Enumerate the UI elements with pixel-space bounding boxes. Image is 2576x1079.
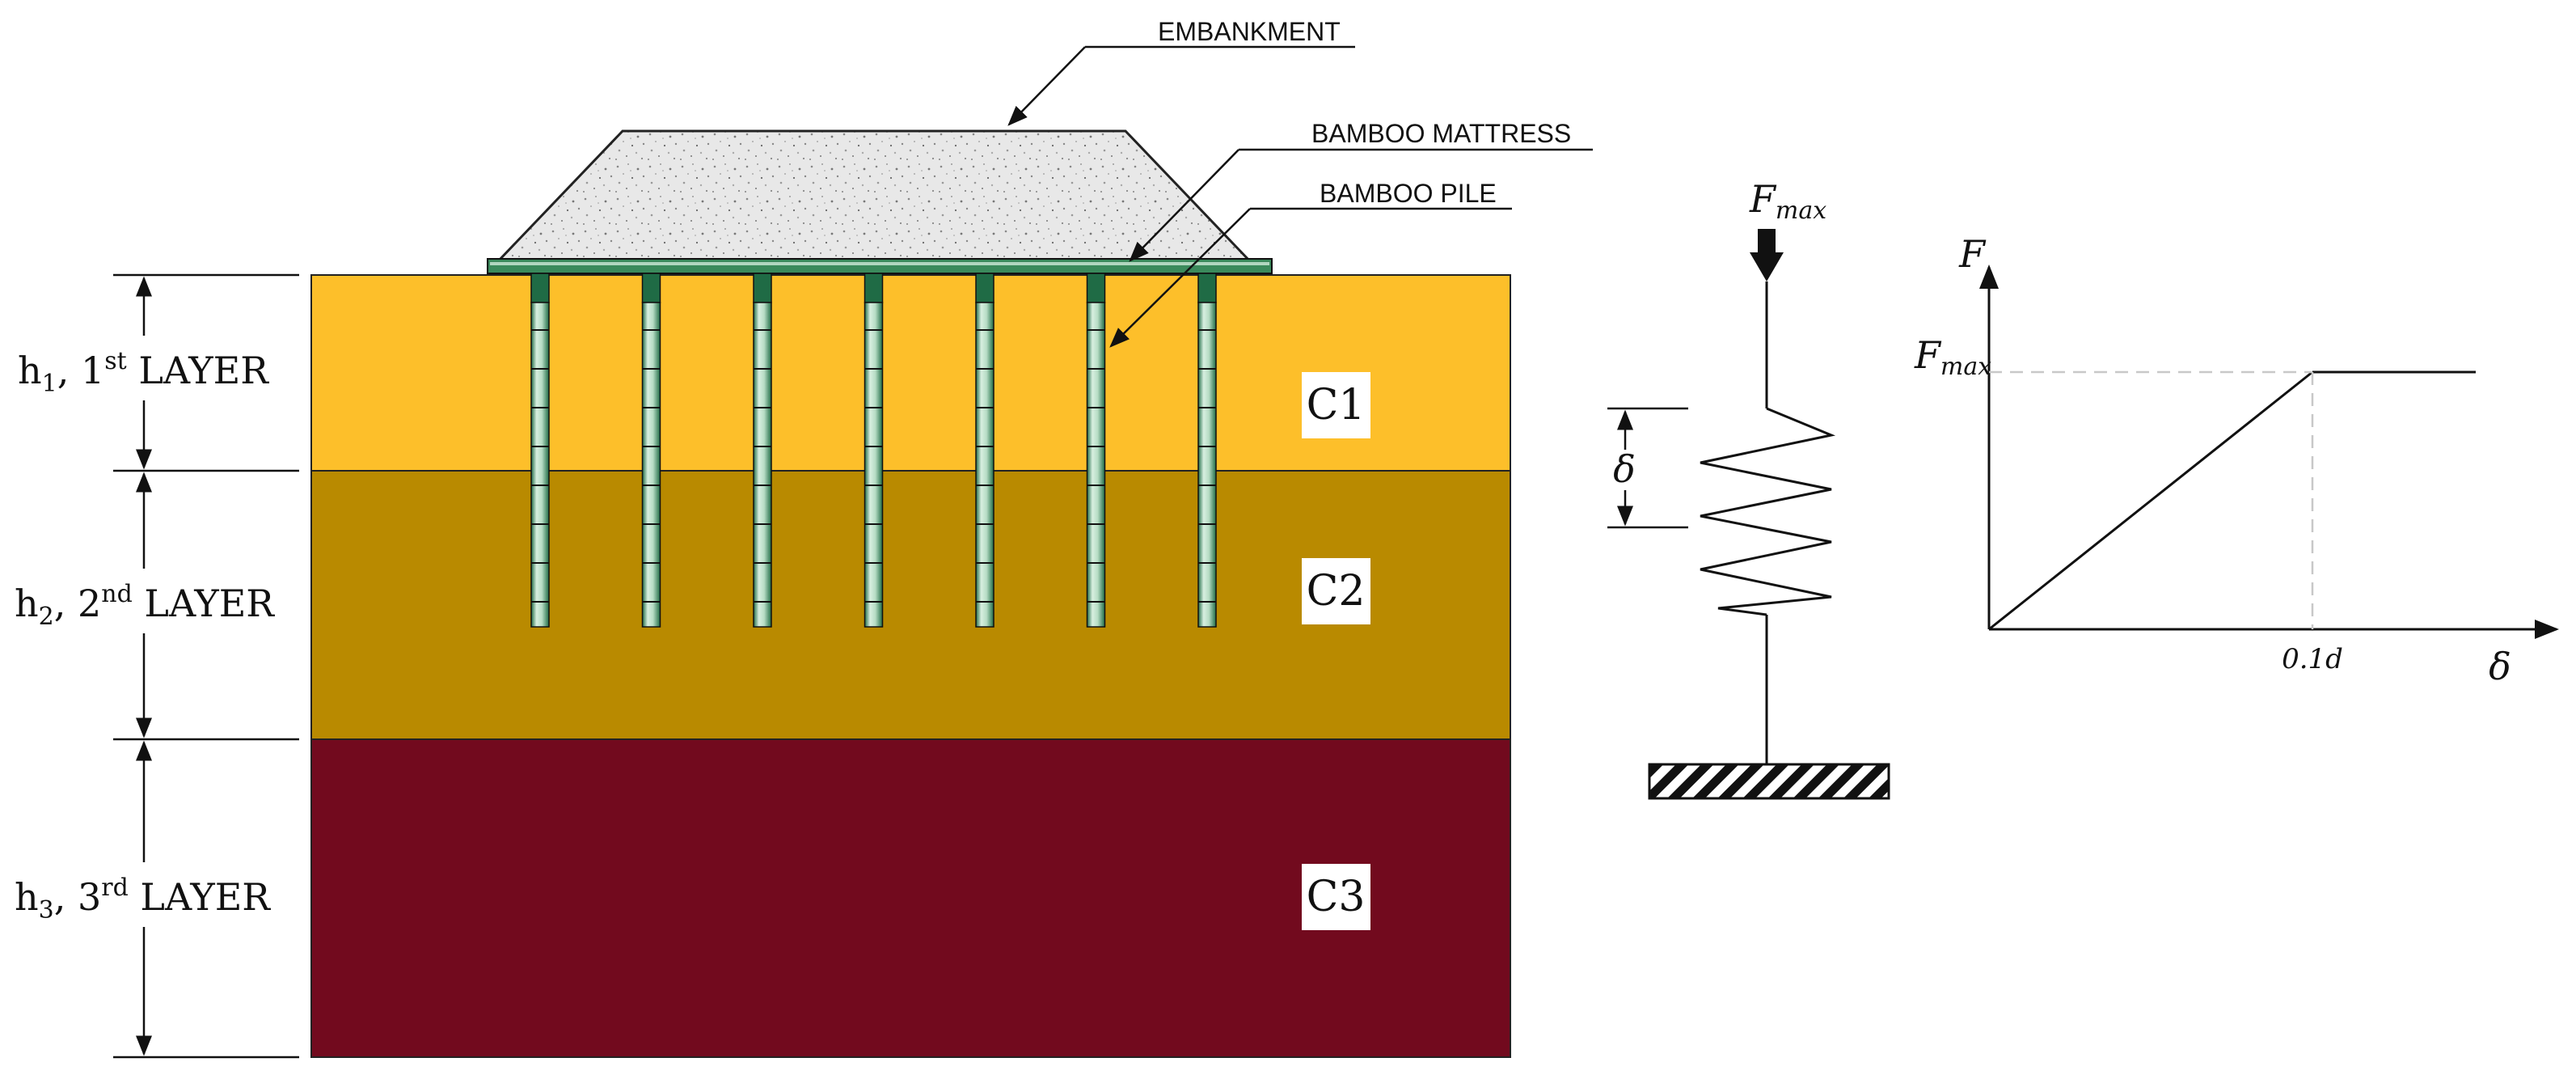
bamboo-pile: [1197, 273, 1217, 628]
svg-text:h3, 3rd LAYER: h3, 3rd LAYER: [15, 874, 271, 925]
layer-label-c2: C2: [1302, 558, 1370, 624]
elastic-branch: [1988, 370, 2313, 631]
bamboo-pile: [641, 273, 661, 628]
bamboo-pile: [530, 273, 550, 628]
bamboo-pile: [1086, 273, 1106, 628]
bamboo-mattress: [487, 258, 1273, 274]
layer-3-thickness-label: h3, 3rd LAYER: [8, 862, 275, 927]
bamboo-pile: [753, 273, 772, 628]
fixed-support: [1648, 763, 1890, 800]
layer-label-c1: C1: [1302, 372, 1370, 438]
svg-text:h2, 2nd LAYER: h2, 2nd LAYER: [15, 580, 275, 631]
embankment: [495, 129, 1253, 263]
callout-bamboo-pile: BAMBOO PILE: [1109, 179, 1512, 348]
layer-1-thickness-label: h1, 1st LAYER: [8, 336, 275, 400]
svg-text:h1, 1st LAYER: h1, 1st LAYER: [18, 347, 269, 398]
svg-text:C1: C1: [1307, 381, 1366, 429]
fmax-load-label: Fmax: [1749, 177, 1826, 225]
graph-y-axis-label: F: [1958, 232, 1987, 276]
callout-embankment: EMBANKMENT: [1007, 17, 1355, 126]
callout-bamboo-mattress: BAMBOO MATTRESS: [1129, 119, 1593, 262]
graph-x-axis-label: δ: [2489, 645, 2511, 688]
layer-label-c3: C3: [1302, 864, 1370, 930]
svg-text:BAMBOO MATTRESS: BAMBOO MATTRESS: [1311, 119, 1571, 148]
spring-coil: [1700, 407, 1836, 616]
layer-2-thickness-label: h2, 2nd LAYER: [8, 569, 275, 633]
bamboo-pile: [975, 273, 995, 628]
svg-text:EMBANKMENT: EMBANKMENT: [1158, 17, 1341, 46]
force-displacement-graph: F Fmax 0.1d δ: [1914, 232, 2559, 688]
spring-model: Fmax δ: [1606, 177, 1890, 800]
graph-fmax-tick: Fmax: [1914, 333, 1991, 381]
graph-x-tick: 0.1d: [2282, 643, 2343, 675]
spring-displacement-label: δ: [1613, 447, 1636, 491]
svg-text:C2: C2: [1307, 567, 1366, 616]
svg-text:BAMBOO PILE: BAMBOO PILE: [1320, 179, 1497, 208]
load-arrow-icon: [1750, 229, 1784, 281]
svg-text:C3: C3: [1307, 873, 1366, 921]
bamboo-piles: [530, 273, 1217, 628]
bamboo-pile: [864, 273, 884, 628]
